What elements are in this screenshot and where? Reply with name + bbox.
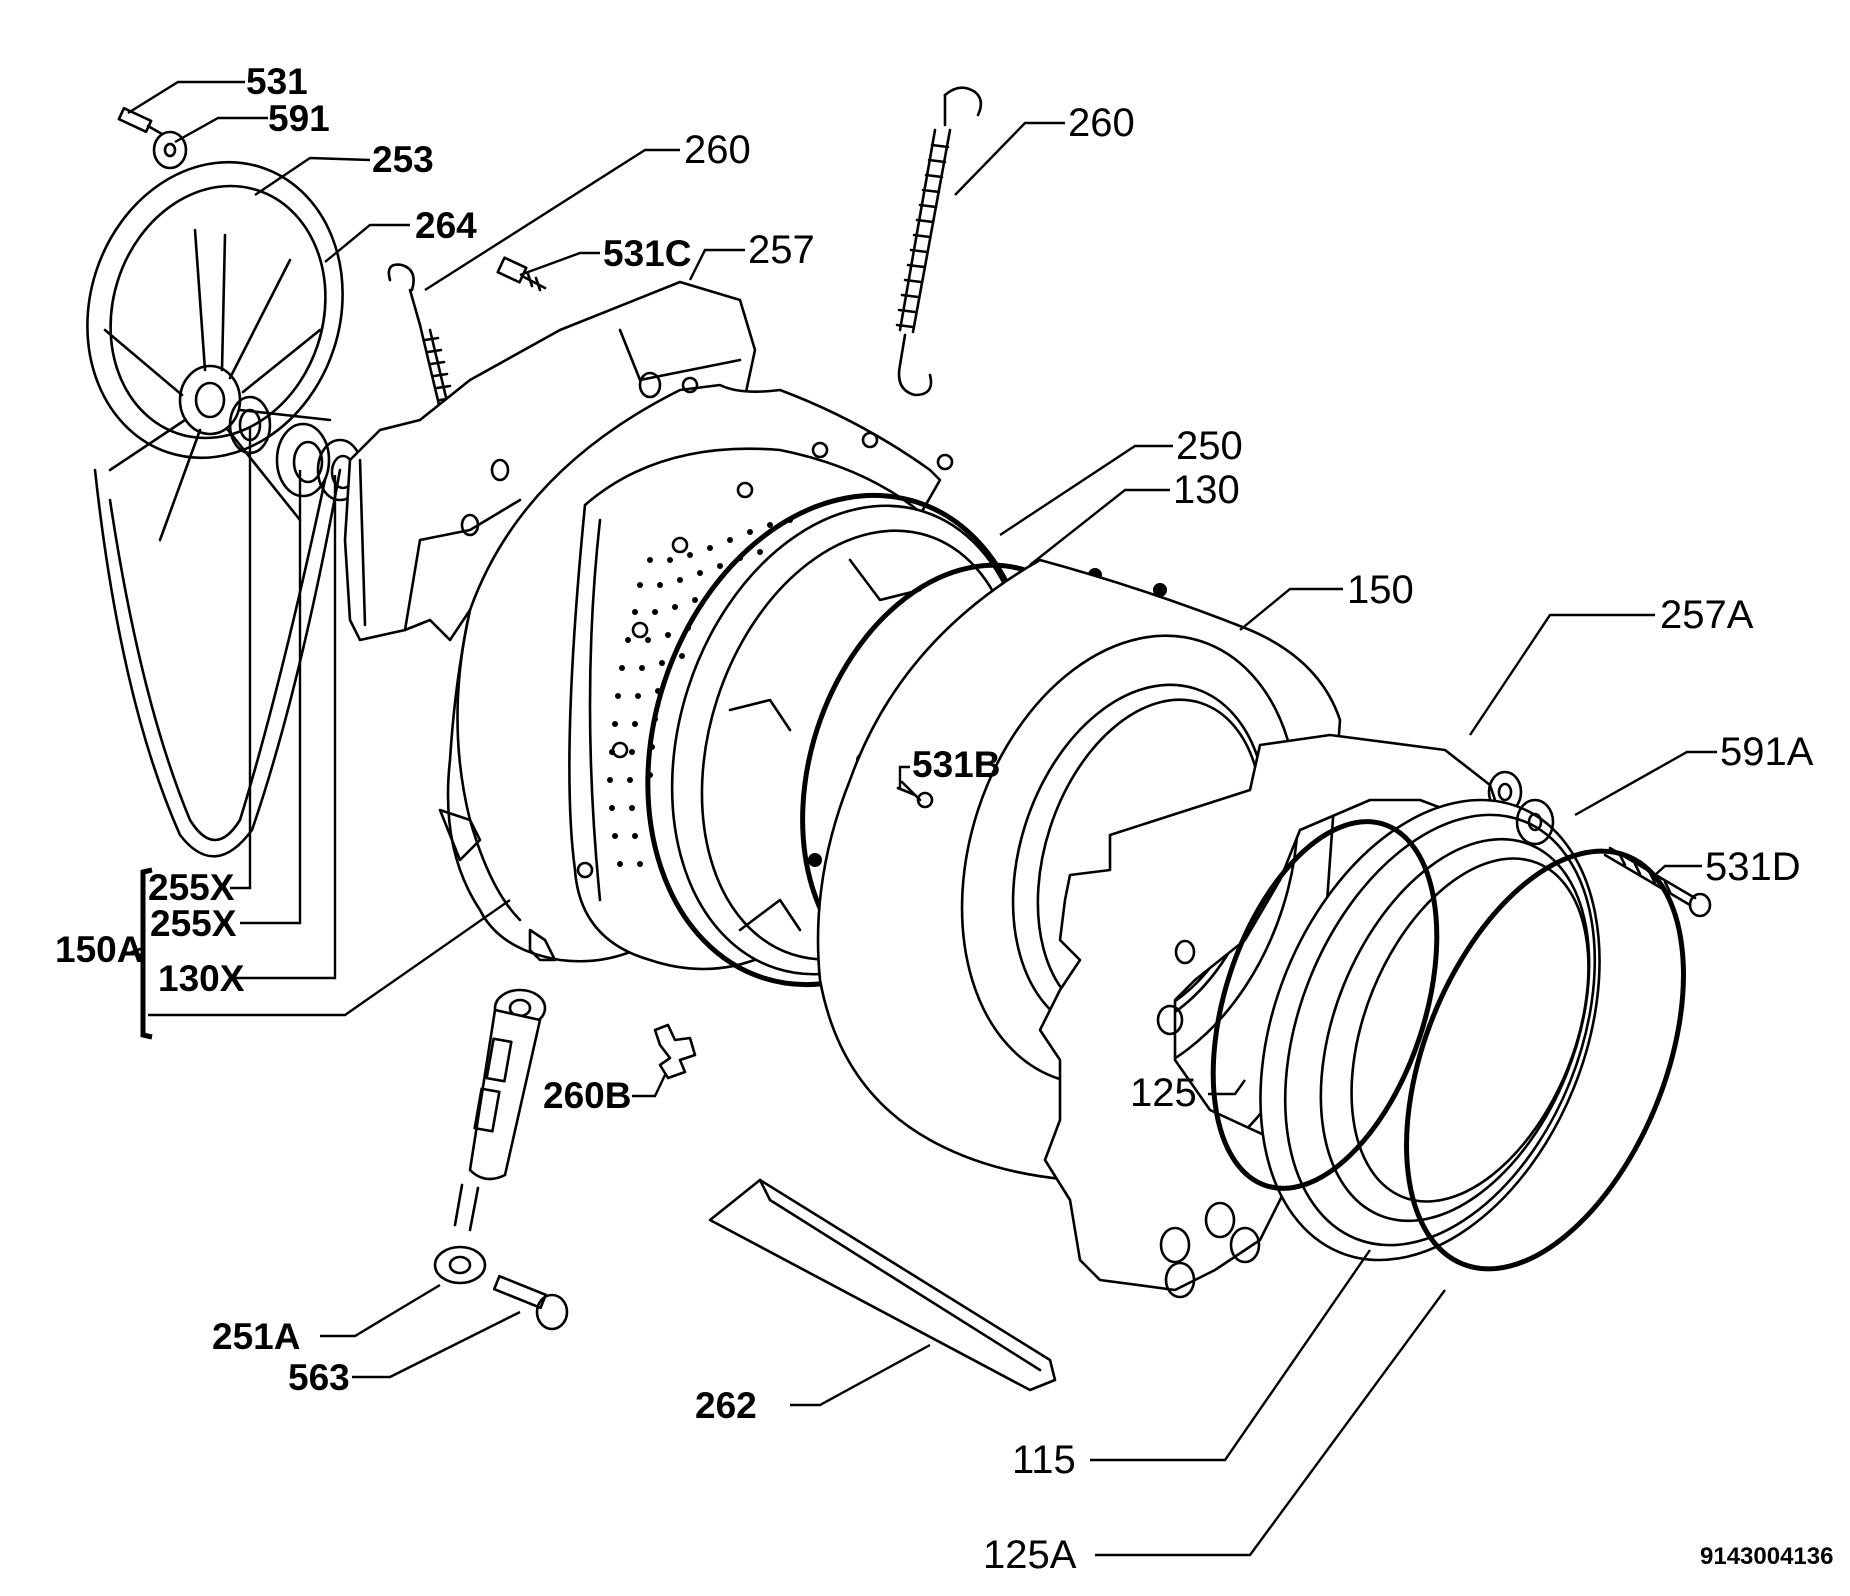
label-255x-1: 255X [148,867,235,908]
label-591a: 591A [1720,730,1814,774]
spring-260-right [895,86,983,397]
washer-591 [152,130,188,170]
pulley-253 [86,160,344,542]
label-255x-2: 255X [150,903,237,944]
leader-lines [127,80,1717,1557]
label-260b: 260B [543,1075,631,1116]
document-number: 9143004136 [1700,1543,1833,1570]
label-264: 264 [415,205,477,246]
label-531d: 531D [1705,845,1801,889]
clip-260b [653,1023,697,1080]
label-130x: 130X [158,958,245,999]
bracket-150a [130,867,153,1040]
screw-531d [1603,846,1712,918]
screw-531 [117,106,164,136]
label-591: 591 [268,98,330,139]
heater-bar-262 [708,1178,1057,1392]
label-531: 531 [246,61,308,102]
label-150: 150 [1347,568,1414,612]
label-251a: 251A [212,1316,300,1357]
part-labels: 531 591 253 264 260 531C 257 260 250 130… [55,61,1833,1577]
bolt-563 [492,1274,569,1331]
clamp-ring-125 [1210,819,1440,1191]
label-125: 125 [1130,1071,1197,1115]
label-531b: 531B [912,744,1000,785]
bearing-255x-2 [275,422,331,498]
washer-591a [1515,798,1555,846]
label-253: 253 [372,139,434,180]
label-130: 130 [1173,468,1240,512]
label-563: 563 [288,1357,350,1398]
label-150a: 150A [55,929,143,970]
label-250: 250 [1176,424,1243,468]
clamp-ring-125a [1404,848,1686,1272]
label-260-right: 260 [1068,101,1135,145]
label-257a: 257A [1660,593,1754,637]
shock-absorber-251a [433,988,547,1285]
label-262: 262 [695,1385,757,1426]
label-125a: 125A [983,1533,1077,1577]
label-115: 115 [1012,1438,1076,1482]
label-260-left: 260 [684,128,751,172]
label-531c: 531C [603,233,691,274]
tub-bolts [576,376,954,879]
counterweight-257a [1038,733,1523,1299]
label-257: 257 [748,228,815,272]
belt-264 [93,468,342,858]
